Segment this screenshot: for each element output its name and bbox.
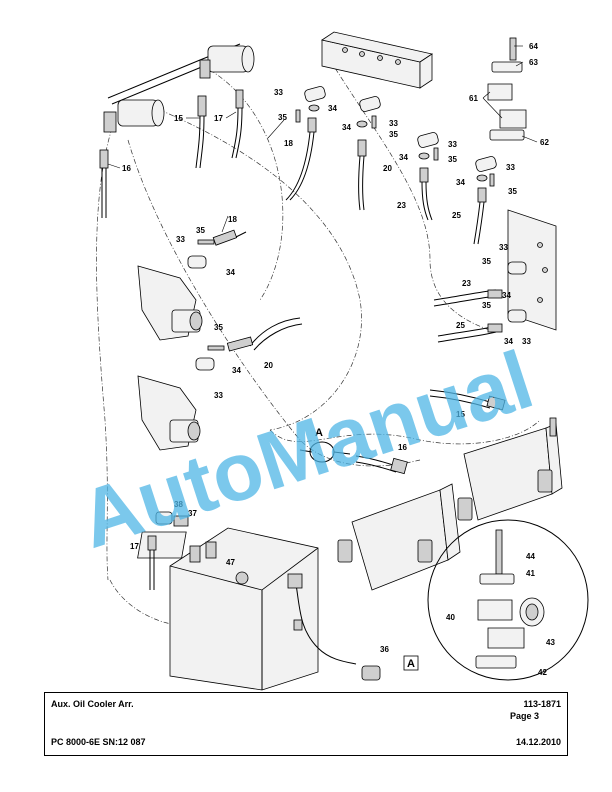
clamp-assembly-top: [487, 37, 527, 141]
hoses-top: [99, 89, 487, 245]
callout-25: 25: [452, 211, 461, 220]
callout-23: 23: [397, 201, 406, 210]
callout-61: 61: [469, 94, 478, 103]
callout-47: 47: [226, 558, 235, 567]
valve-plate: [507, 209, 557, 331]
callout-34: 34: [502, 291, 511, 300]
routing-lines: [96, 59, 541, 627]
callout-17: 17: [130, 542, 139, 551]
callout-35: 35: [278, 113, 287, 122]
callout-17: 17: [214, 114, 223, 123]
callouts: 64 63 61 62 33 34 35 33 34 35 33 34 35 3…: [122, 42, 555, 677]
callout-33: 33: [522, 337, 531, 346]
detail-a-label: A: [407, 658, 415, 670]
detail-a-box: [403, 655, 419, 671]
callout-63: 63: [529, 58, 538, 67]
callout-16: 16: [398, 443, 407, 452]
fittings-lower-left: [147, 511, 189, 590]
drawing-title: Aux. Oil Cooler Arr.: [51, 699, 134, 709]
callout-18: 18: [284, 139, 293, 148]
leader-lines: [107, 45, 538, 233]
drawing-number: 113-1871: [523, 699, 561, 709]
callout-33: 33: [499, 243, 508, 252]
callout-35: 35: [482, 257, 491, 266]
callout-34: 34: [342, 123, 351, 132]
callout-34: 34: [328, 104, 337, 113]
callout-33: 33: [176, 235, 185, 244]
callout-34: 34: [399, 153, 408, 162]
callout-36: 36: [380, 645, 389, 654]
callout-34: 34: [504, 337, 513, 346]
callout-44: 44: [526, 552, 535, 561]
callout-42: 42: [538, 668, 547, 677]
drawing-date: 14.12.2010: [515, 737, 561, 747]
callout-15: 15: [456, 410, 465, 419]
callout-33: 33: [214, 391, 223, 400]
pump-drive-assembly: [337, 417, 563, 591]
detail-a: [427, 519, 589, 681]
callout-62: 62: [540, 138, 549, 147]
callout-35: 35: [214, 323, 223, 332]
callout-64: 64: [529, 42, 538, 51]
motor-assembly-middle: [137, 239, 225, 451]
callout-25: 25: [456, 321, 465, 330]
hose-16-lower: [355, 455, 408, 475]
callout-38: 38: [174, 500, 183, 509]
callout-35: 35: [508, 187, 517, 196]
callout-35: 35: [196, 226, 205, 235]
callout-33: 33: [389, 119, 398, 128]
callout-34: 34: [456, 178, 465, 187]
callout-16: 16: [122, 164, 131, 173]
callout-33: 33: [506, 163, 515, 172]
flange-set-top: [295, 86, 497, 187]
callout-35: 35: [389, 130, 398, 139]
callout-33: 33: [448, 140, 457, 149]
callout-15: 15: [174, 114, 183, 123]
callout-40: 40: [446, 613, 455, 622]
callout-35: 35: [448, 155, 457, 164]
part-36: [361, 665, 381, 681]
callout-18: 18: [228, 215, 237, 224]
callout-35: 35: [482, 301, 491, 310]
watermark: AutoManual: [69, 334, 543, 566]
callout-20: 20: [383, 164, 392, 173]
view-a-label: A: [315, 427, 323, 439]
callout-33: 33: [274, 88, 283, 97]
hydraulic-tank: [137, 527, 357, 691]
title-block: Aux. Oil Cooler Arr. 113-1871 Page 3 PC …: [44, 692, 568, 756]
hoses-middle: [212, 229, 527, 411]
callout-34: 34: [226, 268, 235, 277]
view-a-marker: [299, 441, 351, 463]
manifold-block: [321, 31, 433, 89]
callout-20: 20: [264, 361, 273, 370]
callout-41: 41: [526, 569, 535, 578]
machine-model: PC 8000-6E SN:12 087: [51, 737, 146, 747]
page-number: Page 3: [509, 711, 539, 721]
callout-37: 37: [188, 509, 197, 518]
motor-assembly-top: [103, 43, 255, 133]
callout-23: 23: [462, 279, 471, 288]
callout-34: 34: [232, 366, 241, 375]
callout-43: 43: [546, 638, 555, 647]
